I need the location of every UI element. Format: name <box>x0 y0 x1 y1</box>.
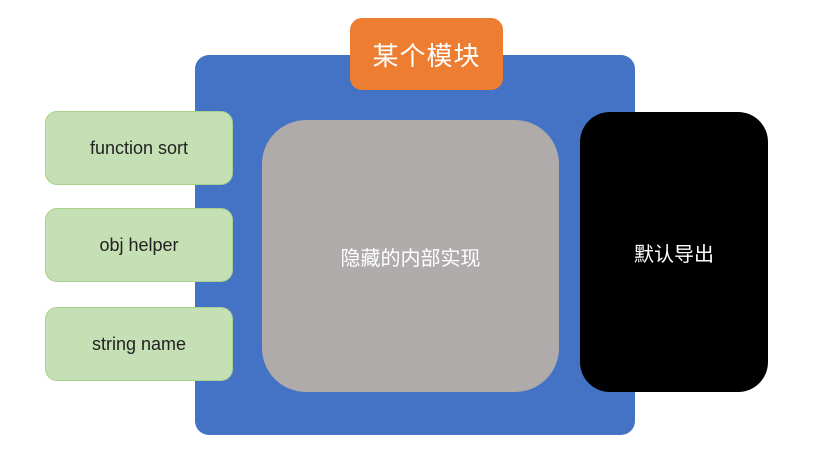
export-item-obj-helper: obj helper <box>45 208 233 282</box>
module-title: 某个模块 <box>350 18 503 90</box>
default-export-box: 默认导出 <box>580 112 768 392</box>
export-item-string-name: string name <box>45 307 233 381</box>
hidden-implementation-box: 隐藏的内部实现 <box>262 120 559 392</box>
export-item-function-sort: function sort <box>45 111 233 185</box>
